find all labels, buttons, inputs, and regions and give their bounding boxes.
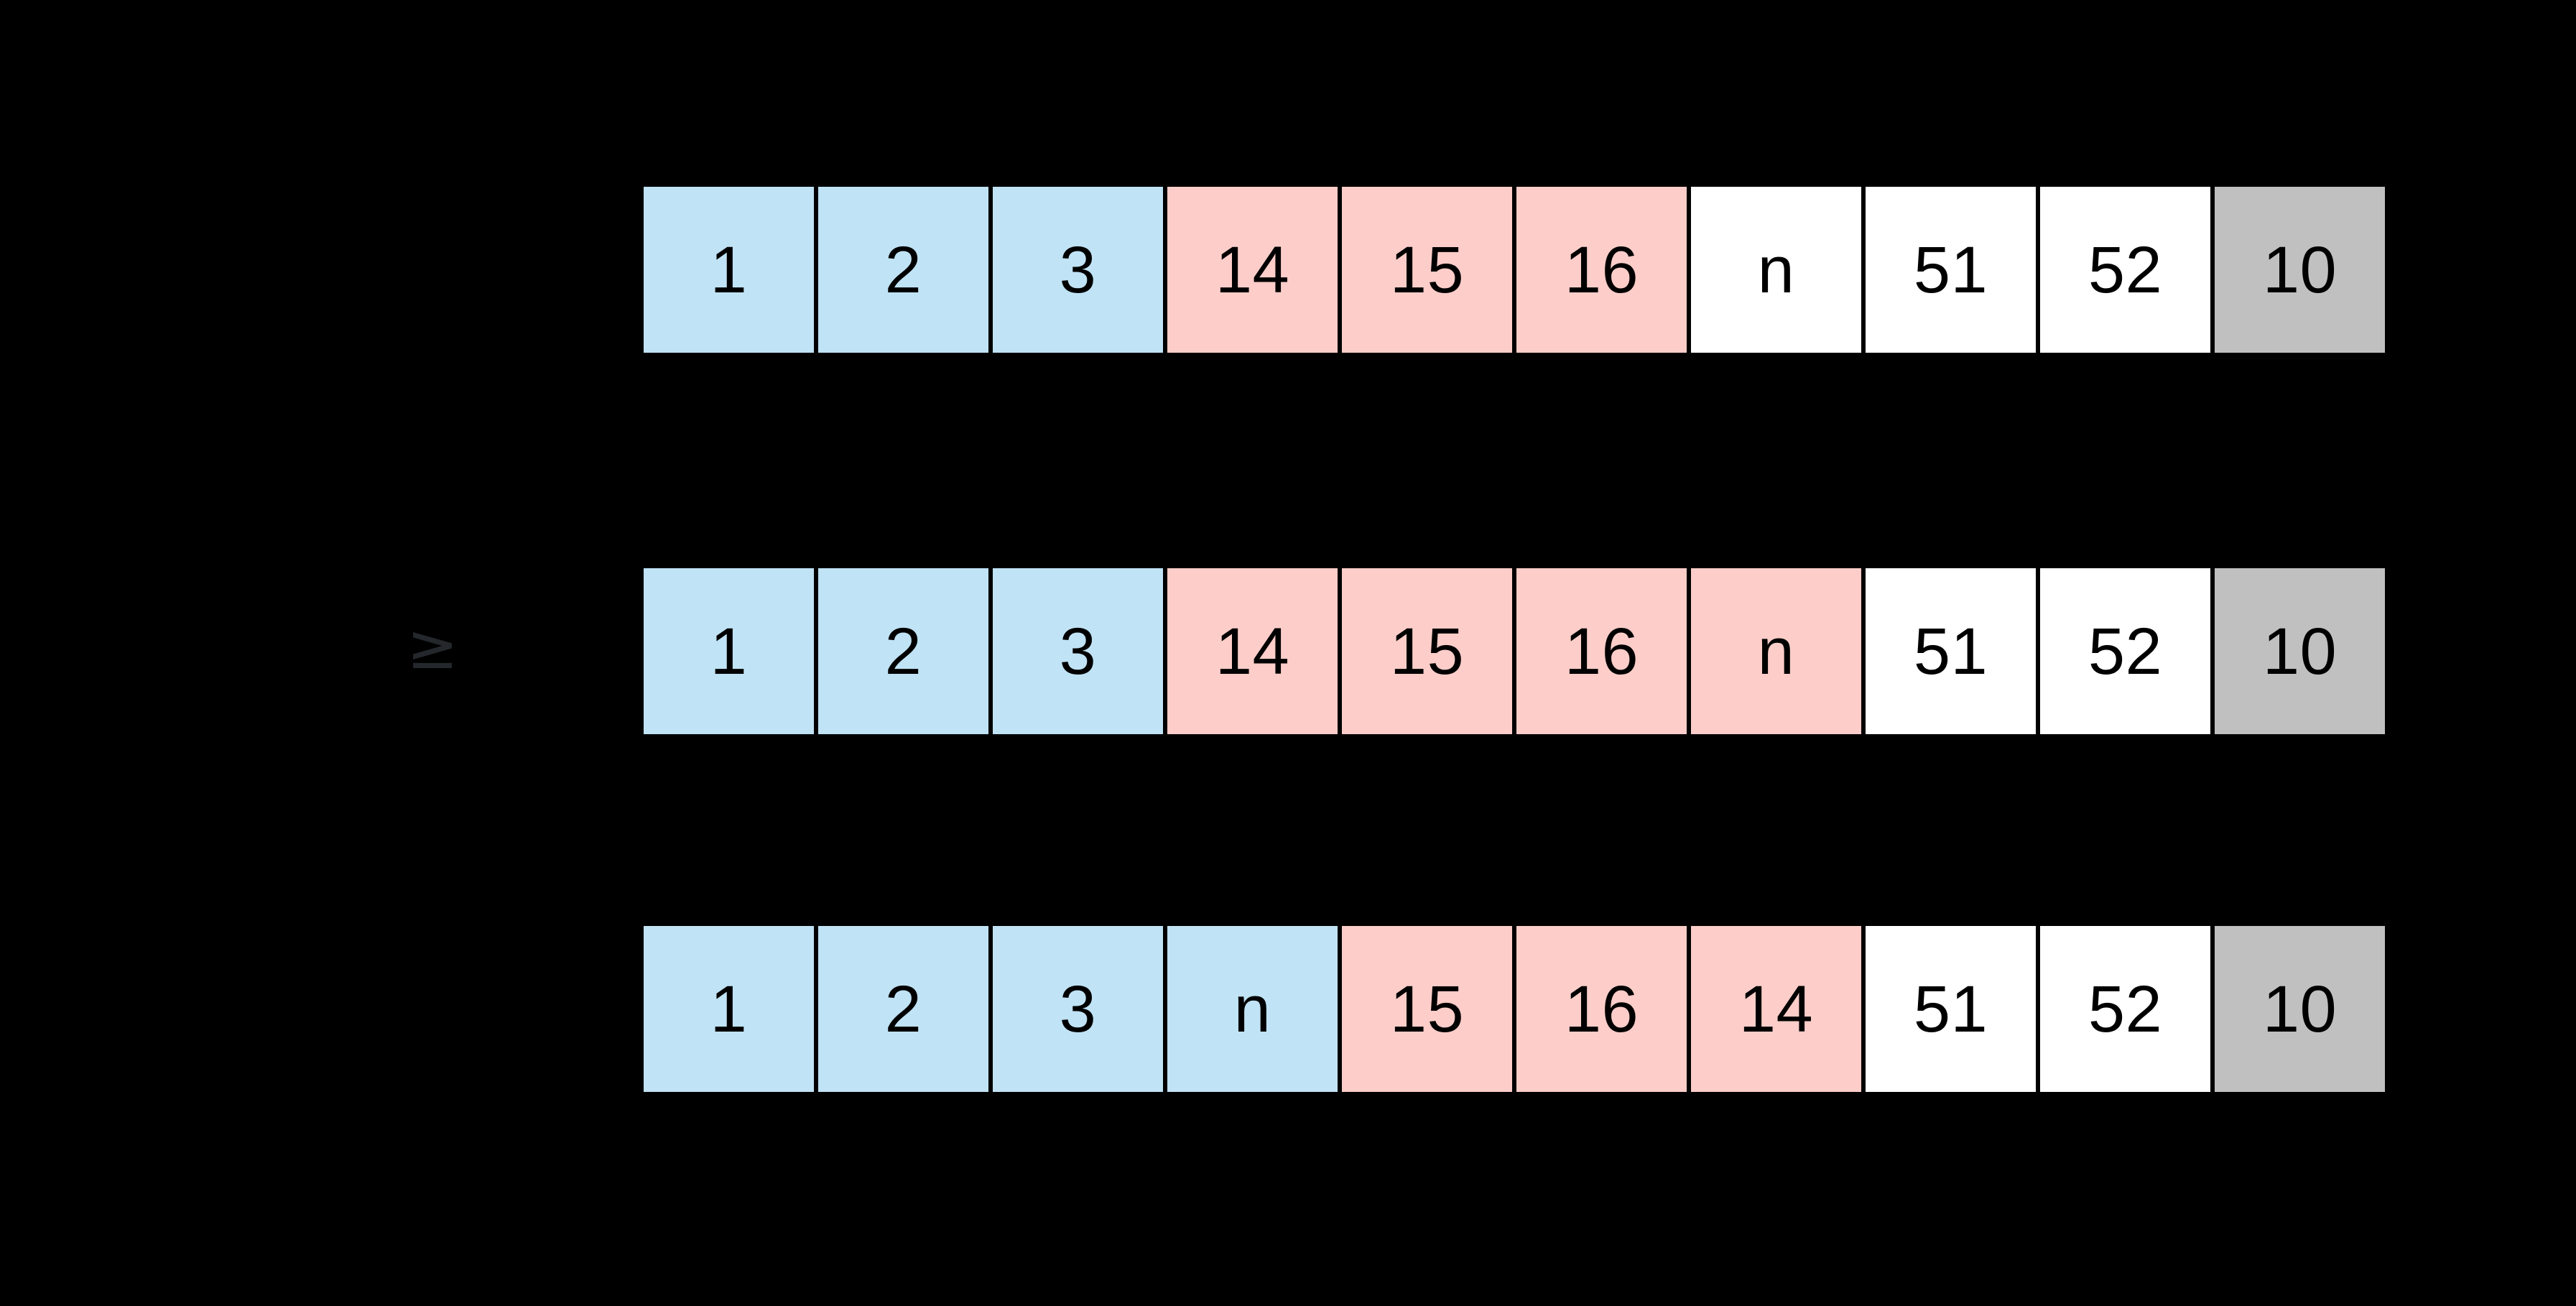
array-cell[interactable]: 2 bbox=[816, 187, 991, 353]
array-cell[interactable]: 10 bbox=[2213, 568, 2387, 734]
array-cell[interactable]: n bbox=[1165, 926, 1340, 1092]
array-cell[interactable]: 1 bbox=[641, 926, 816, 1092]
array-cell[interactable]: 52 bbox=[2038, 187, 2213, 353]
array-cell[interactable]: 15 bbox=[1340, 568, 1514, 734]
array-cell[interactable]: 10 bbox=[2213, 926, 2387, 1092]
array-cell[interactable]: 14 bbox=[1165, 568, 1340, 734]
array-cell[interactable]: 14 bbox=[1165, 187, 1340, 353]
array-cell[interactable]: 1 bbox=[641, 187, 816, 353]
array-cell[interactable]: 3 bbox=[991, 568, 1165, 734]
array-cell[interactable]: 1 bbox=[641, 568, 816, 734]
array-cell[interactable]: n bbox=[1689, 187, 1863, 353]
array-cell[interactable]: 14 bbox=[1689, 926, 1863, 1092]
array-cell[interactable]: 2 bbox=[816, 926, 991, 1092]
array-cell[interactable]: 52 bbox=[2038, 926, 2213, 1092]
array-cell[interactable]: 10 bbox=[2213, 187, 2387, 353]
array-cell[interactable]: 15 bbox=[1340, 926, 1514, 1092]
array-cell[interactable]: n bbox=[1689, 568, 1863, 734]
array-cell[interactable]: 51 bbox=[1863, 568, 2038, 734]
array-cell[interactable]: 16 bbox=[1514, 568, 1689, 734]
array-cell[interactable]: 2 bbox=[816, 568, 991, 734]
array-cell[interactable]: 16 bbox=[1514, 187, 1689, 353]
array-cell[interactable]: 51 bbox=[1863, 926, 2038, 1092]
array-cell[interactable]: 51 bbox=[1863, 187, 2038, 353]
greater-equal-icon: ≥ bbox=[407, 611, 459, 683]
array-cell[interactable]: 16 bbox=[1514, 926, 1689, 1092]
array-cell[interactable]: 15 bbox=[1340, 187, 1514, 353]
array-cell[interactable]: 3 bbox=[991, 926, 1165, 1092]
array-cell[interactable]: 52 bbox=[2038, 568, 2213, 734]
array-cell[interactable]: 3 bbox=[991, 187, 1165, 353]
